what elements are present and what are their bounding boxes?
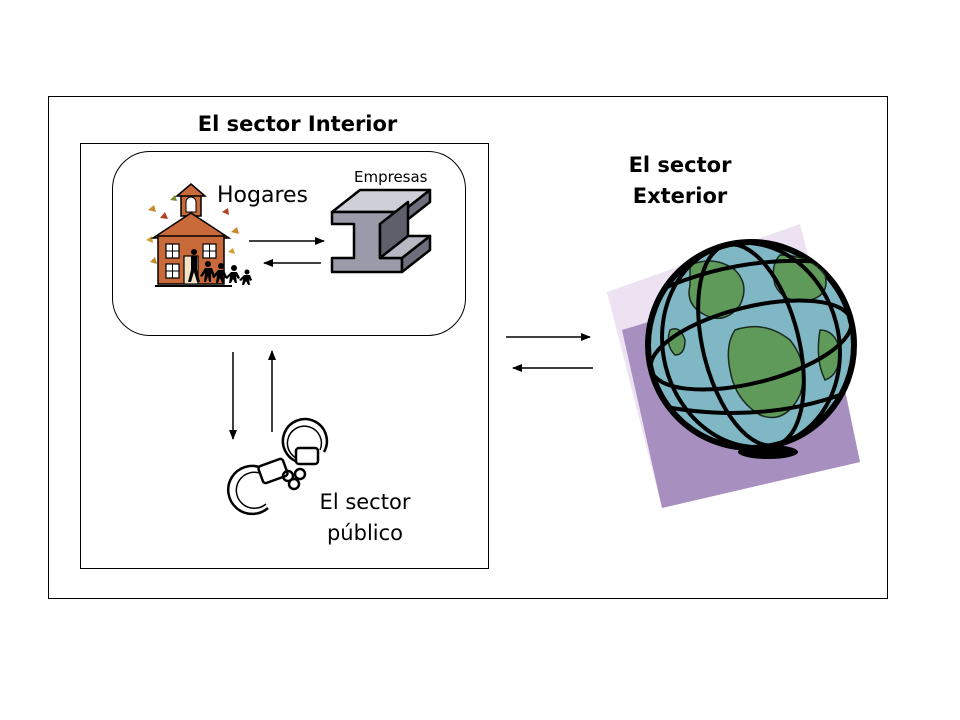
globe-icon bbox=[607, 224, 860, 508]
title-exterior-line2: Exterior bbox=[632, 184, 728, 208]
outer-frame bbox=[48, 96, 888, 599]
handcuffs-icon bbox=[226, 417, 329, 516]
label-sector-publico: El sector público bbox=[300, 487, 430, 549]
title-sector-exterior: El sector Exterior bbox=[595, 150, 765, 212]
title-exterior-line1: El sector bbox=[628, 153, 732, 177]
label-empresas: Empresas bbox=[354, 168, 428, 186]
inner-frame bbox=[80, 143, 489, 569]
title-sector-interior: El sector Interior bbox=[197, 112, 398, 136]
label-hogares: Hogares bbox=[217, 183, 309, 208]
label-publico-line1: El sector bbox=[319, 490, 411, 514]
school-house-icon bbox=[146, 183, 252, 287]
steel-beam-icon bbox=[330, 188, 432, 274]
label-publico-line2: público bbox=[326, 521, 404, 545]
